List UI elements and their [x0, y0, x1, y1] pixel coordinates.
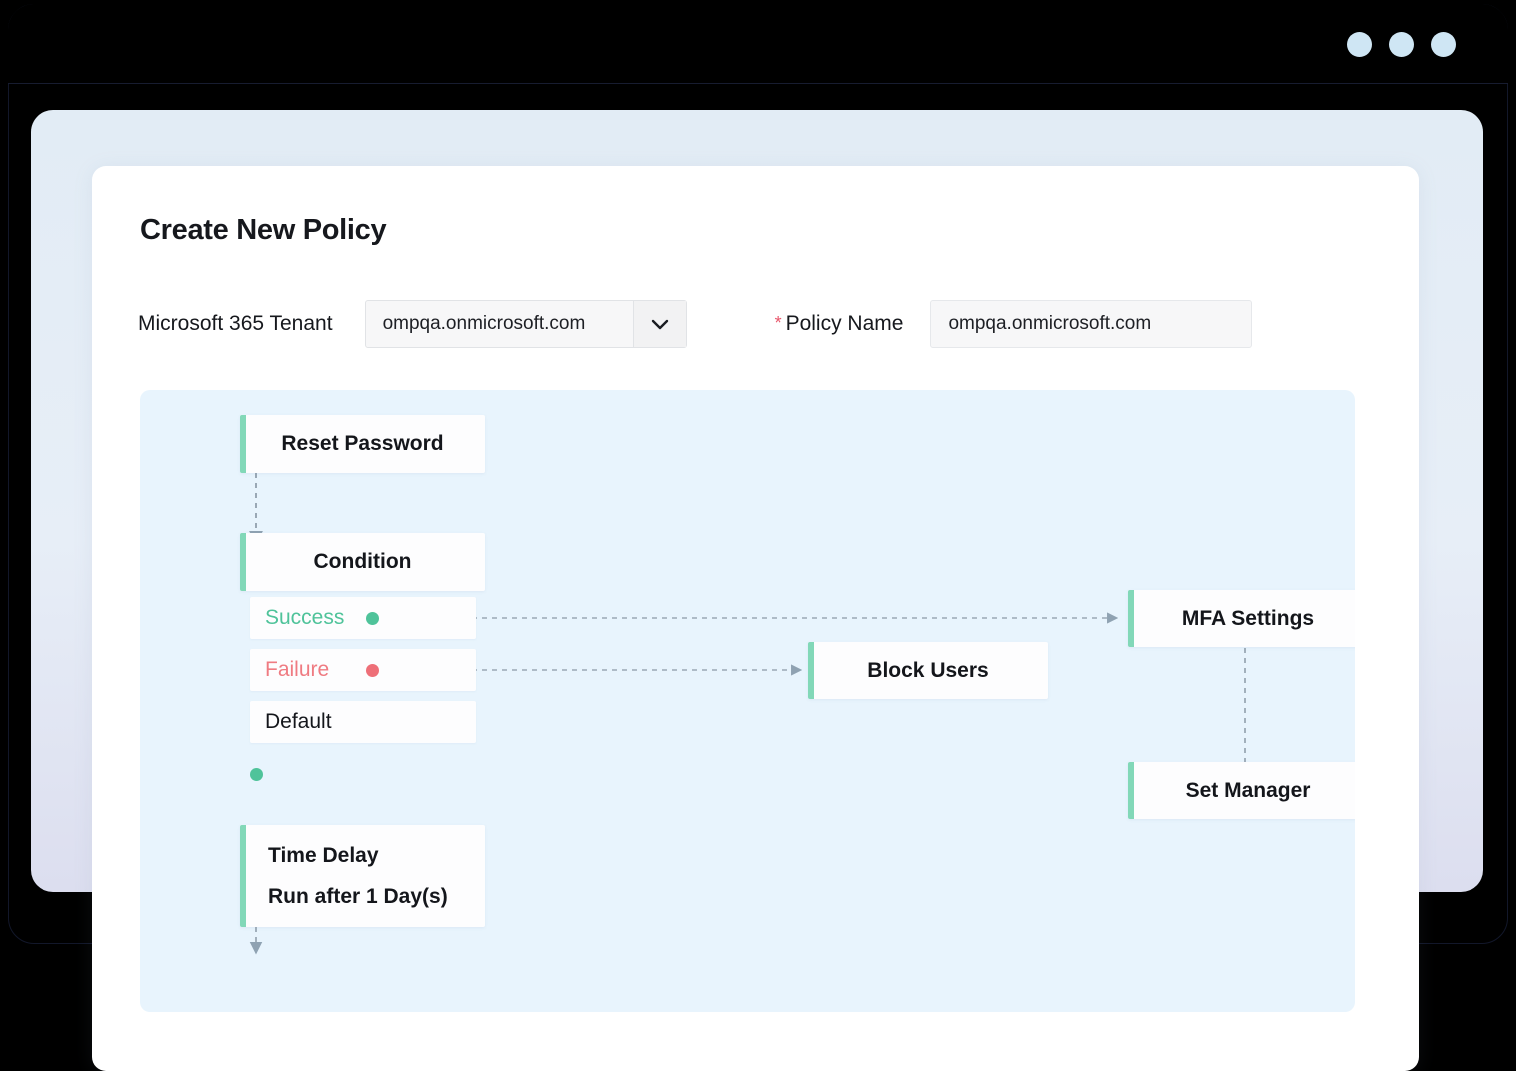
flow-branch-label: Default [265, 710, 332, 733]
form-row: Microsoft 365 Tenant ompqa.onmicrosoft.c… [138, 296, 1378, 352]
flow-node-label: Time Delay [268, 843, 379, 867]
flow-node-block-users[interactable]: Block Users [808, 642, 1048, 699]
flow-node-set-manager[interactable]: Set Manager [1128, 762, 1355, 819]
page-title: Create New Policy [140, 214, 387, 246]
flow-branch-default[interactable]: Default [250, 701, 476, 743]
branch-port-failure[interactable] [366, 664, 379, 677]
flow-node-label: Reset Password [281, 432, 444, 455]
flow-node-condition[interactable]: Condition [240, 533, 485, 591]
branch-port-success[interactable] [366, 612, 379, 625]
policy-flow-canvas[interactable]: Reset Password Condition Success Failure… [140, 390, 1355, 1012]
window-controls [1347, 32, 1456, 57]
policy-name-label-text: Policy Name [785, 312, 904, 335]
flow-node-label: MFA Settings [1181, 606, 1315, 630]
flow-node-sublabel: Run after 1 Day(s) [268, 884, 448, 908]
flow-node-reset-password[interactable]: Reset Password [240, 415, 485, 473]
flow-node-label: Condition [313, 550, 412, 573]
flow-node-label: Set Manager [1185, 778, 1311, 802]
flow-branch-label: Failure [265, 658, 330, 681]
close-dot[interactable] [1431, 32, 1456, 57]
branch-port-default[interactable] [250, 768, 263, 781]
flow-branch-success[interactable]: Success [250, 597, 476, 639]
chevron-down-icon[interactable] [632, 301, 686, 347]
tenant-select-value: ompqa.onmicrosoft.com [382, 313, 586, 334]
window-titlebar [8, 4, 1508, 84]
minimize-dot[interactable] [1347, 32, 1372, 57]
policy-name-input[interactable]: ompqa.onmicrosoft.com [930, 300, 1253, 348]
flow-node-time-delay[interactable]: Time Delay Run after 1 Day(s) [240, 825, 485, 927]
required-asterisk: * [774, 313, 782, 333]
flow-branch-failure[interactable]: Failure [250, 649, 476, 691]
content-card: Create New Policy Microsoft 365 Tenant o… [92, 166, 1419, 1071]
flow-branch-label: Success [265, 606, 345, 629]
maximize-dot[interactable] [1389, 32, 1414, 57]
flow-node-mfa-settings[interactable]: MFA Settings [1128, 590, 1355, 647]
policy-name-label: *Policy Name [775, 312, 904, 336]
tenant-label: Microsoft 365 Tenant [138, 312, 333, 335]
tenant-select[interactable]: ompqa.onmicrosoft.com [364, 300, 687, 348]
flow-node-label: Block Users [867, 658, 989, 682]
